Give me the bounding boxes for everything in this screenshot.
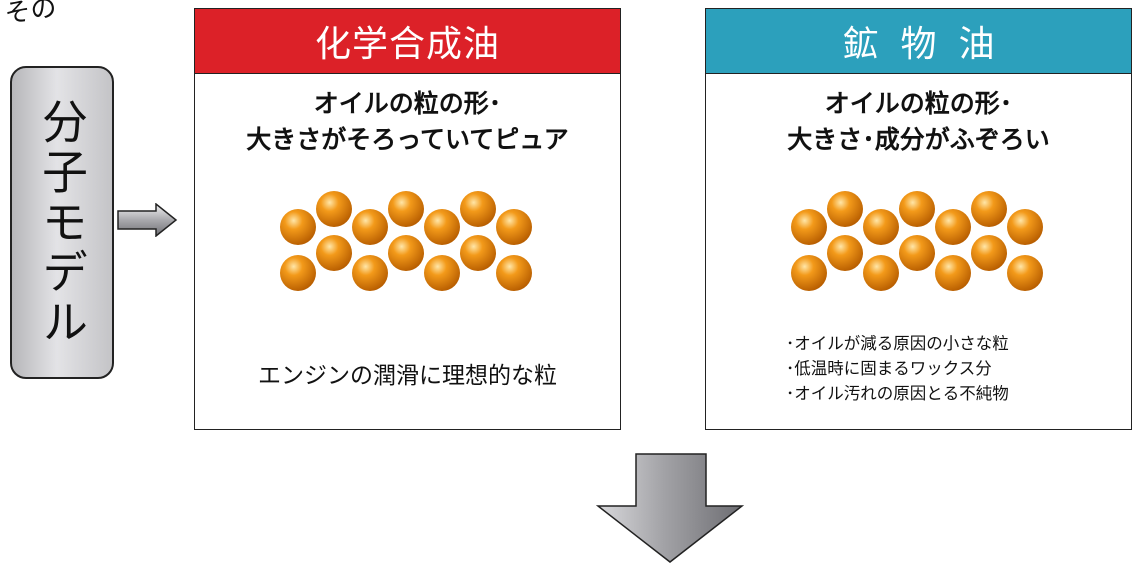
molecule-cluster-graphic — [279, 191, 532, 291]
mineral-oil-title: オイルの粒の形･ 大きさ･成分がふぞろい — [706, 86, 1131, 158]
orange-sphere-icon — [1006, 209, 1043, 245]
mineral-title-line-1: オイルの粒の形･ — [824, 89, 1013, 118]
orange-sphere-icon — [279, 209, 316, 245]
orange-sphere-icon — [387, 191, 424, 227]
orange-sphere-icon — [1006, 255, 1043, 291]
orange-sphere-icon — [862, 209, 899, 245]
synthetic-oil-title: オイルの粒の形･ 大きさがそろっていてピュア — [195, 86, 620, 158]
orange-sphere-icon — [459, 235, 496, 271]
molecule-cluster-graphic — [790, 191, 1043, 291]
orange-sphere-icon — [934, 209, 971, 245]
mineral-oil-header: 鉱物油 — [706, 9, 1131, 74]
right-arrow-icon — [117, 203, 178, 237]
orange-sphere-icon — [826, 191, 863, 227]
mineral-note: ･オイルが減る原因の小さな粒 — [786, 334, 1009, 353]
synthetic-title-line-1: オイルの粒の形･ — [313, 89, 502, 118]
orange-sphere-icon — [862, 255, 899, 291]
orange-sphere-icon — [315, 191, 352, 227]
orange-sphere-icon — [934, 255, 971, 291]
mineral-title-line-2: 大きさ･成分がふぞろい — [787, 125, 1050, 154]
orange-sphere-icon — [970, 235, 1007, 271]
orange-sphere-icon — [898, 191, 935, 227]
orange-sphere-icon — [970, 191, 1007, 227]
orange-sphere-icon — [387, 235, 424, 271]
mineral-oil-notes: ･オイルが減る原因の小さな粒 ･低温時に固まるワックス分 ･オイル汚れの原因とる… — [786, 331, 1009, 406]
orange-sphere-icon — [423, 255, 460, 291]
mineral-molecule-cluster — [706, 187, 1131, 297]
molecular-model-label: 分子モデル — [10, 66, 114, 379]
orange-sphere-icon — [315, 235, 352, 271]
orange-sphere-icon — [898, 235, 935, 271]
orange-sphere-icon — [790, 255, 827, 291]
synthetic-molecule-cluster — [195, 187, 620, 297]
synthetic-title-line-2: 大きさがそろっていてピュア — [246, 125, 569, 154]
synthetic-oil-caption: エンジンの潤滑に理想的な粒 — [258, 363, 557, 389]
orange-sphere-icon — [279, 255, 316, 291]
orange-sphere-icon — [351, 209, 388, 245]
mineral-oil-panel: 鉱物油 オイルの粒の形･ 大きさ･成分がふぞろい ･オイルが減る原因の小さな粒 … — [705, 8, 1132, 430]
synthetic-oil-header: 化学合成油 — [195, 9, 620, 74]
orange-sphere-icon — [826, 235, 863, 271]
mineral-note: ･オイル汚れの原因とる不純物 — [786, 384, 1009, 403]
molecular-model-text: 分子モデル — [35, 97, 89, 348]
orange-sphere-icon — [459, 191, 496, 227]
mineral-note: ･低温時に固まるワックス分 — [786, 359, 992, 378]
orange-sphere-icon — [495, 255, 532, 291]
synthetic-oil-panel: 化学合成油 オイルの粒の形･ 大きさがそろっていてピュア エンジンの潤滑に理想的… — [194, 8, 621, 430]
corner-text: その — [2, 0, 59, 30]
orange-sphere-icon — [790, 209, 827, 245]
down-arrow-icon — [596, 453, 744, 563]
orange-sphere-icon — [351, 255, 388, 291]
orange-sphere-icon — [423, 209, 460, 245]
orange-sphere-icon — [495, 209, 532, 245]
